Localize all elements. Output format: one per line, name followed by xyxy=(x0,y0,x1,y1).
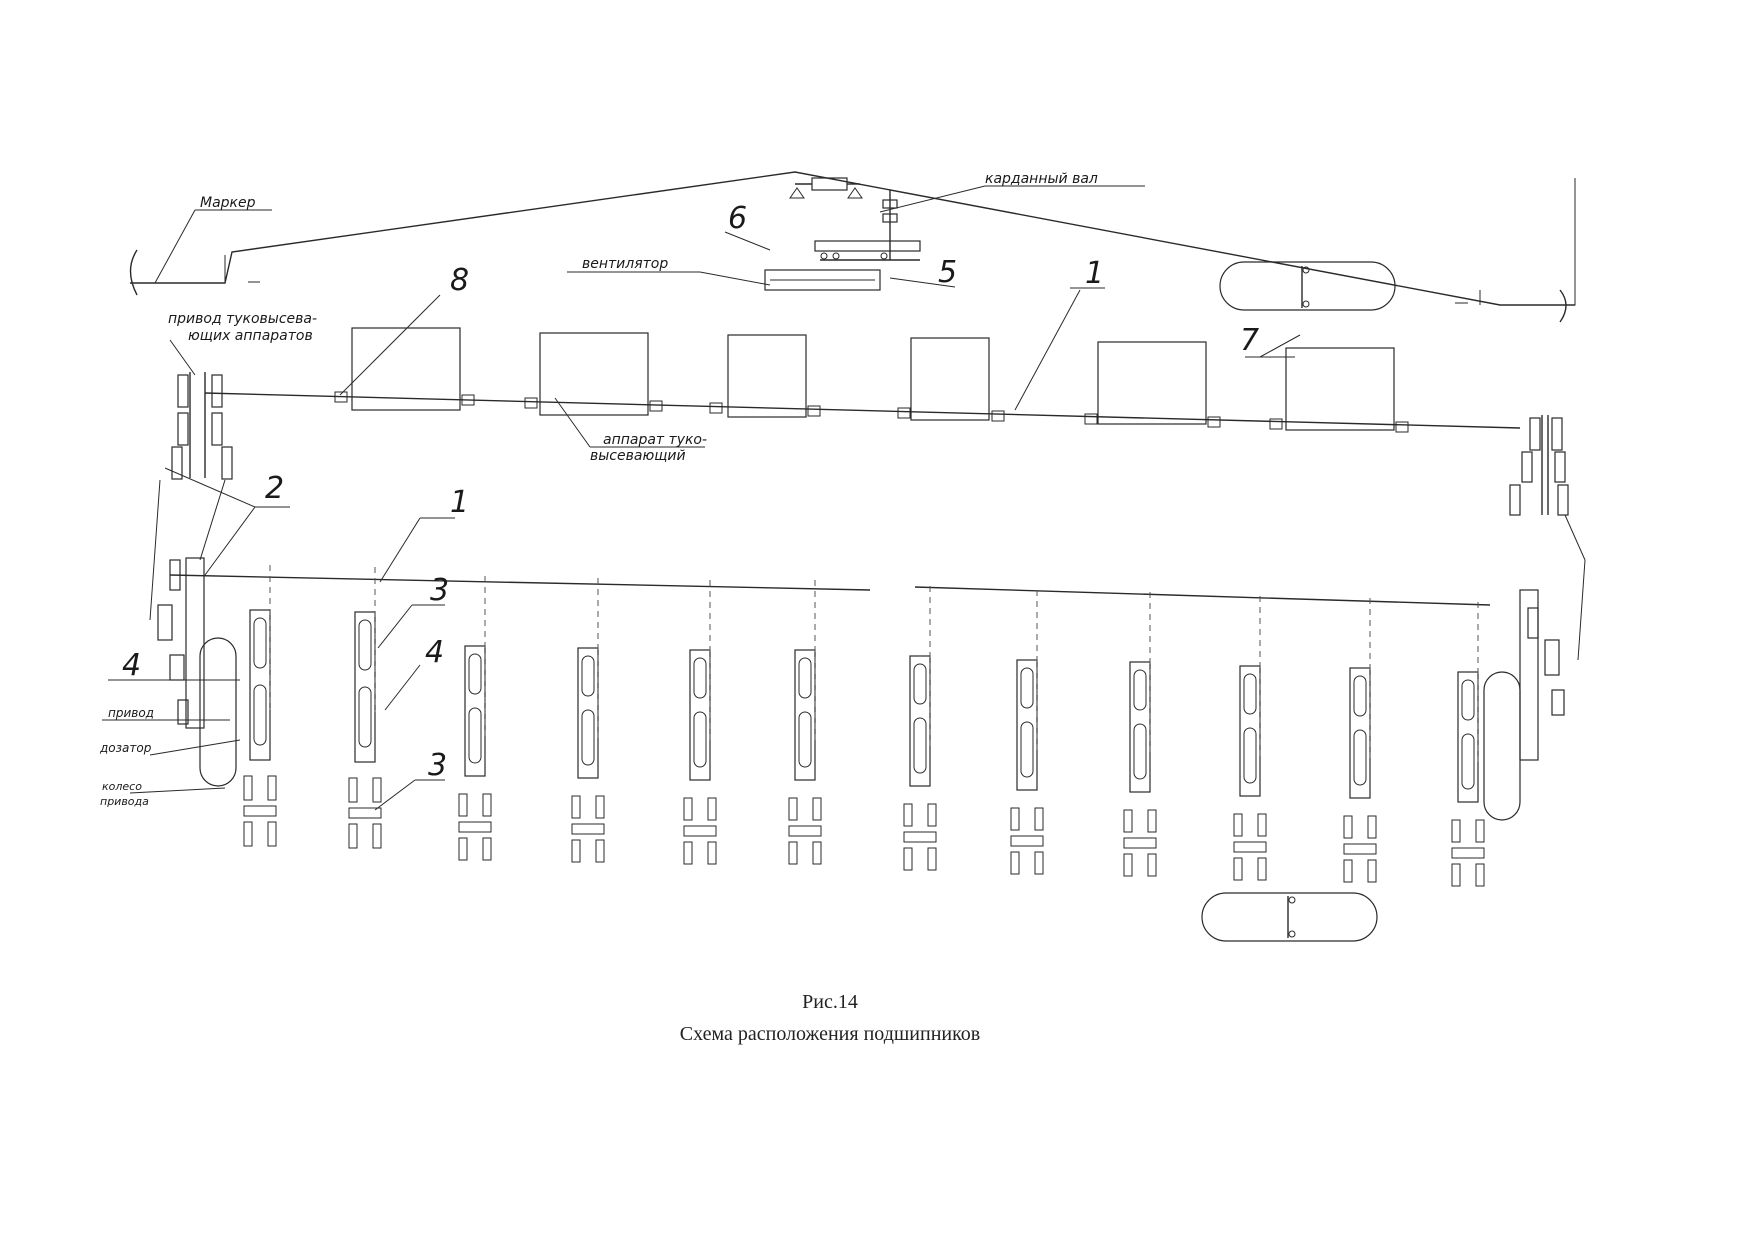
figure-title: Схема расположения подшипников xyxy=(680,1023,981,1045)
left-fert-drive xyxy=(149,372,233,621)
bottom-wheel xyxy=(1201,892,1378,942)
fertilizer-shaft xyxy=(204,392,1521,429)
fert-drive-label-1: привод туковысева- xyxy=(168,311,317,327)
callout-8: 8 xyxy=(450,263,469,298)
callout-6: 6 xyxy=(728,201,747,236)
cardan-shaft-assembly xyxy=(764,190,921,291)
seed-section xyxy=(1451,602,1485,887)
fertilizer-hopper xyxy=(351,327,461,411)
drive-wheel-label-1: колесо xyxy=(102,780,142,793)
fertilizer-couplings xyxy=(334,391,1409,433)
fert-apparatus-label-1: аппарат туко- xyxy=(603,432,707,448)
seed-section xyxy=(348,567,382,849)
callout-2: 2 xyxy=(265,471,284,506)
callout-3-top: 3 xyxy=(430,573,449,608)
fertilizer-hopper xyxy=(1097,341,1207,425)
fertilizer-hopper xyxy=(1285,347,1395,431)
seed-section xyxy=(1233,596,1267,881)
callout-3-bottom: 3 xyxy=(428,748,447,783)
marker-label: Маркер xyxy=(200,195,256,211)
fertilizer-hopper xyxy=(910,337,990,421)
seed-section xyxy=(683,580,717,865)
callout-5: 5 xyxy=(938,255,957,290)
right-wheel-top xyxy=(1219,261,1396,311)
fert-drive-label-2: ющих аппаратов xyxy=(188,328,313,344)
figure-number: Рис.14 xyxy=(802,991,858,1013)
dispenser-label: дозатор xyxy=(99,741,152,755)
hitch-cylinder xyxy=(789,177,863,199)
frame-outline xyxy=(129,171,1576,323)
callout-1-mid: 1 xyxy=(450,485,469,520)
seed-section xyxy=(788,580,822,865)
drive-wheel-label-2: привода xyxy=(100,795,149,808)
fert-apparatus-label-2: высевающий xyxy=(590,448,686,464)
seed-section xyxy=(903,586,937,871)
fertilizer-hoppers xyxy=(351,327,1395,431)
callout-4-mid: 4 xyxy=(425,635,444,670)
callout-4-left: 4 xyxy=(122,648,141,683)
fertilizer-hopper xyxy=(727,334,807,418)
callout-1-top: 1 xyxy=(1085,256,1104,291)
left-drive-wheel xyxy=(157,557,237,787)
seed-section xyxy=(571,578,605,863)
right-drive-wheel xyxy=(1483,589,1565,821)
callout-7: 7 xyxy=(1240,323,1259,358)
seed-shaft xyxy=(169,574,1491,606)
seed-sections xyxy=(243,565,1485,887)
seed-section xyxy=(458,576,492,861)
right-fert-drive xyxy=(1509,415,1586,661)
fan-label: вентилятор xyxy=(582,256,668,272)
seed-section xyxy=(243,565,277,847)
drive-label: привод xyxy=(108,706,154,720)
cardan-shaft-label: карданный вал xyxy=(985,171,1098,187)
fertilizer-hopper xyxy=(539,332,649,416)
seed-section xyxy=(1010,590,1044,875)
seed-section xyxy=(1123,592,1157,877)
seed-section xyxy=(1343,598,1377,883)
leader-lines xyxy=(102,185,1301,811)
